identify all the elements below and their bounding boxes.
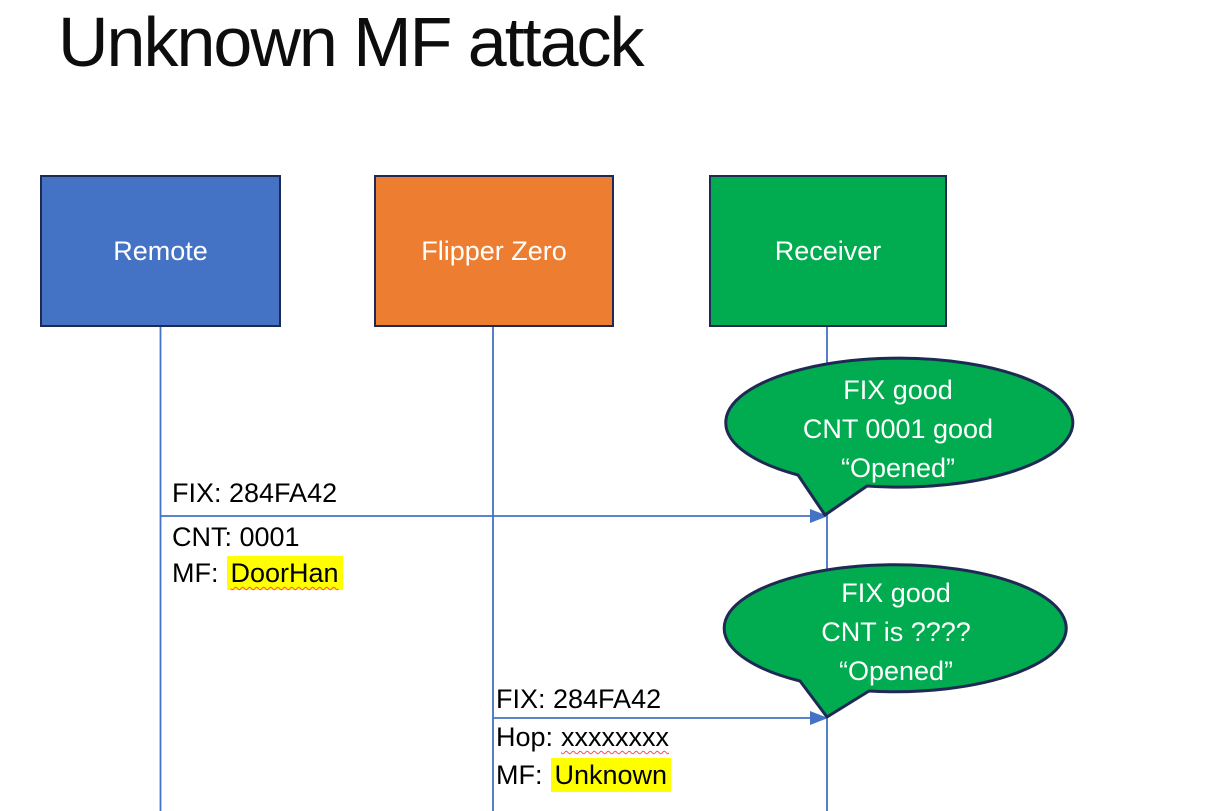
- message2-fix-label: FIX: 284FA42: [496, 684, 662, 714]
- actor-label-remote: Remote: [113, 235, 208, 266]
- bubble1-line2: CNT 0001 good: [802, 414, 994, 444]
- bubble1-line3: “Opened”: [840, 453, 956, 483]
- actor-box-receiver: Receiver: [709, 175, 947, 327]
- message1-fix-label: FIX: 284FA42: [172, 478, 338, 508]
- actor-label-receiver: Receiver: [774, 235, 882, 266]
- message1-mf-value-highlighted: DoorHan: [226, 556, 343, 590]
- bubble2-line3: “Opened”: [838, 656, 954, 686]
- message2-mf-prefix: MF:: [496, 760, 543, 790]
- message2-mf-label: MF:Unknown: [496, 758, 672, 792]
- message1-mf-label: MF:DoorHan: [172, 556, 343, 590]
- speech-bubble-2-text: FIX good CNT is ???? “Opened”: [726, 574, 1066, 691]
- message2-mf-value-highlighted: Unknown: [550, 758, 672, 792]
- message1-mf-prefix: MF:: [172, 558, 219, 588]
- speech-bubble-1-text: FIX good CNT 0001 good “Opened”: [728, 371, 1068, 488]
- speech-bubble-1: [724, 356, 1075, 517]
- actor-box-remote: Remote: [40, 175, 281, 327]
- message2-hop-label: Hop:xxxxxxxx: [496, 721, 669, 753]
- actor-box-flipper-zero: Flipper Zero: [374, 175, 614, 327]
- bubble1-line1: FIX good: [843, 375, 953, 405]
- actor-label-flipper-zero: Flipper Zero: [421, 235, 567, 266]
- speech-bubble-2: [722, 563, 1068, 719]
- message2-hop-prefix: Hop:: [496, 722, 554, 752]
- message2-arrowhead: [810, 711, 828, 725]
- message2-hop-value: xxxxxxxx: [561, 722, 670, 752]
- bubble2-line2: CNT is ????: [821, 617, 971, 647]
- slide-title: Unknown MF attack: [58, 3, 645, 81]
- message1-cnt-label: CNT: 0001: [172, 522, 300, 552]
- bubble2-line1: FIX good: [841, 578, 951, 608]
- message1-arrowhead: [810, 509, 828, 523]
